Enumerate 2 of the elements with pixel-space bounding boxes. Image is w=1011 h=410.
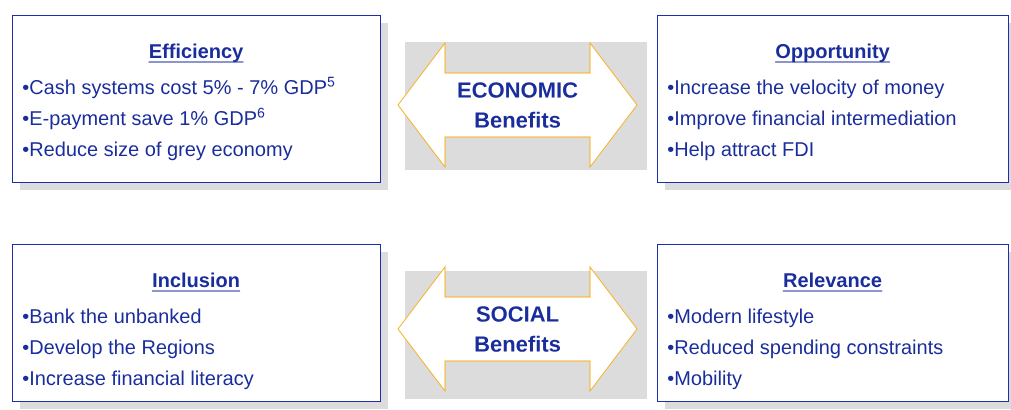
edge-label: ECONOMIC Benefits xyxy=(458,82,578,128)
edge-label: SOCIAL Benefits xyxy=(475,306,560,352)
